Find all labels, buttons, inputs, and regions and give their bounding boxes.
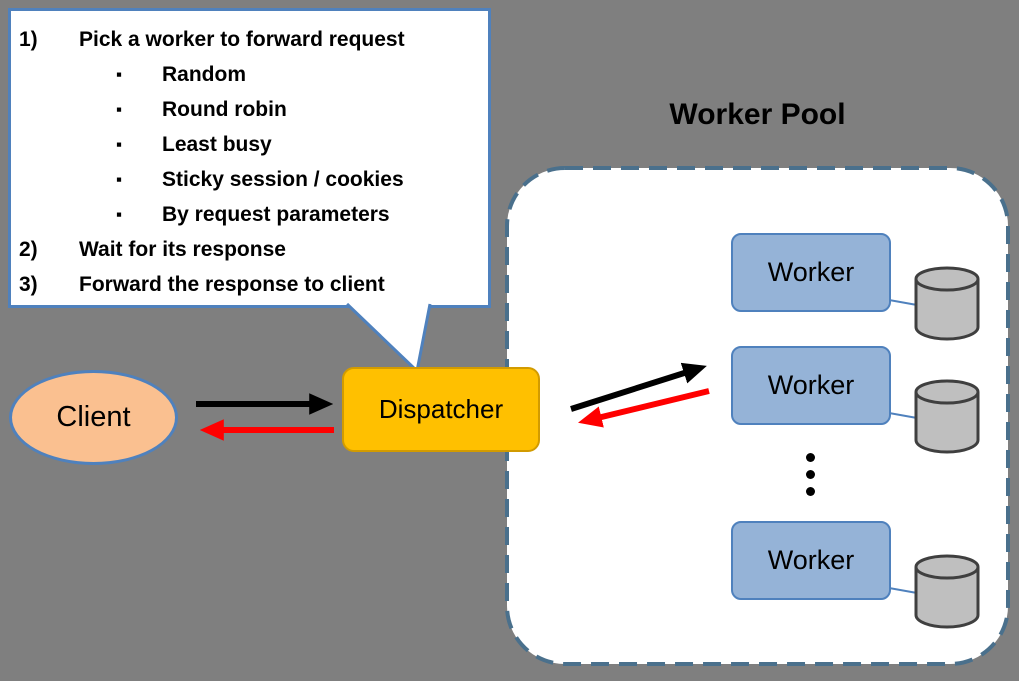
bullet-text: Least busy (162, 133, 272, 156)
step-text: Pick a worker to forward request (79, 28, 405, 51)
dispatcher-label: Dispatcher (378, 394, 504, 424)
dispatcher-node: Dispatcher (342, 367, 540, 452)
database-icon (914, 379, 980, 454)
callout-bullet-random: ▪ Random (19, 57, 484, 92)
square-bullet-icon: ▪ (116, 170, 123, 189)
bullet-text: By request parameters (162, 203, 390, 226)
callout-bullet-sticky-session: ▪ Sticky session / cookies (19, 162, 484, 197)
client-label: Client (56, 401, 131, 433)
callout-bullet-least-busy: ▪ Least busy (19, 127, 484, 162)
bullet-text: Sticky session / cookies (162, 168, 404, 191)
worker-label: Worker (767, 257, 855, 287)
square-bullet-icon: ▪ (116, 135, 123, 154)
database-icon (914, 554, 980, 629)
square-bullet-icon: ▪ (116, 205, 123, 224)
dispatcher-logic-callout: 1) Pick a worker to forward request ▪ Rand… (8, 8, 491, 308)
step-text: Wait for its response (79, 238, 286, 261)
bullet-text: Round robin (162, 98, 287, 121)
callout-step-1: 1) Pick a worker to forward request (19, 22, 484, 57)
worker-label: Worker (767, 545, 855, 575)
more-workers-ellipsis-icon (806, 453, 815, 496)
worker-pool-title: Worker Pool (669, 98, 846, 131)
client-node: Client (9, 370, 178, 465)
worker2-db-connector (888, 412, 918, 419)
step-number: 2) (19, 238, 38, 261)
square-bullet-icon: ▪ (116, 65, 123, 84)
step-text: Forward the response to client (79, 273, 385, 296)
worker3-db-connector (888, 587, 918, 594)
step-number: 1) (19, 28, 38, 51)
callout-bullet-round-robin: ▪ Round robin (19, 92, 484, 127)
callout-step-2: 2) Wait for its response (19, 232, 484, 267)
request-arrow-dispatcher-to-worker (570, 362, 707, 412)
step-number: 3) (19, 273, 38, 296)
callout-bullet-request-parameters: ▪ By request parameters (19, 197, 484, 232)
database-icon (914, 266, 980, 341)
worker-node-1: Worker (731, 233, 891, 312)
worker-node-3: Worker (731, 521, 891, 600)
worker-node-2: Worker (731, 346, 891, 425)
worker-label: Worker (767, 370, 855, 400)
worker1-db-connector (888, 299, 918, 306)
callout-step-3: 3) Forward the response to client (19, 267, 484, 302)
response-arrow-worker-to-dispatcher (578, 388, 710, 428)
bullet-text: Random (162, 63, 246, 86)
square-bullet-icon: ▪ (116, 100, 123, 119)
